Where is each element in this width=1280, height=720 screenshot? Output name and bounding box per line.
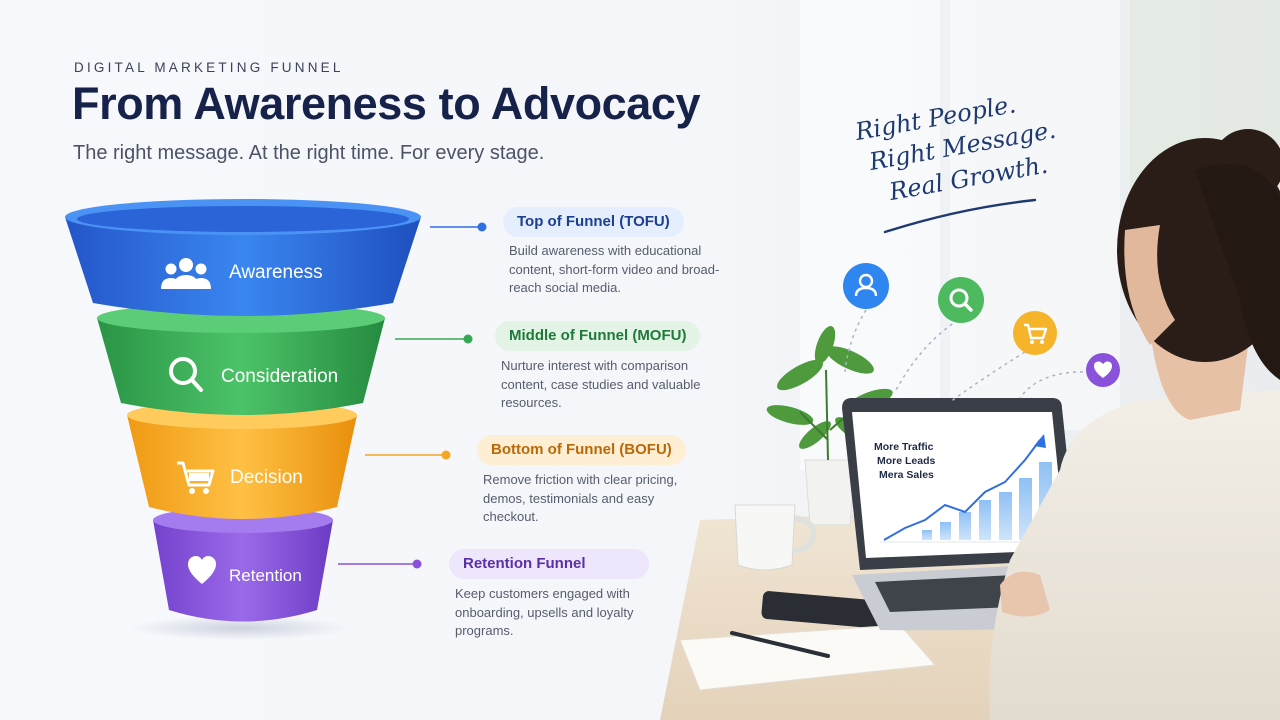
- page-title: From Awareness to Advocacy: [72, 78, 701, 129]
- funnel-layer-consideration[interactable]: [97, 303, 385, 415]
- laptop-screen-line-2: More Leads: [877, 455, 936, 467]
- search-icon: [938, 277, 984, 323]
- people-icon: [161, 258, 211, 289]
- search-icon: [169, 357, 203, 392]
- funnel-layer-decision[interactable]: [127, 401, 357, 519]
- funnel-label-awareness: Awareness: [229, 262, 323, 283]
- cart-icon: [1013, 311, 1057, 355]
- heart-icon: [1086, 353, 1120, 387]
- heart-icon: [188, 556, 216, 584]
- eyebrow-label: DIGITAL MARKETING FUNNEL: [74, 60, 344, 75]
- stage-desc-mofu: Nurture interest with comparison content…: [501, 358, 701, 410]
- funnel-label-retention: Retention: [229, 566, 302, 585]
- funnel-label-consideration: Consideration: [221, 366, 339, 387]
- stage-pill-retention: Retention Funnel: [449, 549, 649, 579]
- stage-desc-retention: Keep customers engaged with onboarding, …: [455, 586, 634, 638]
- laptop-screen-line-1: More Traffic: [874, 441, 934, 453]
- funnel-graphic: [65, 199, 421, 622]
- user-icon: [843, 263, 889, 309]
- laptop-screen-line-3: Mera Sales: [879, 469, 934, 481]
- stage-pill-mofu: Middle of Funnel (MOFU): [495, 321, 701, 351]
- funnel-label-decision: Decision: [230, 467, 303, 488]
- stage-pill-tofu: Top of Funnel (TOFU): [503, 207, 684, 237]
- stage-pill-bofu: Bottom of Funnel (BOFU): [477, 435, 686, 465]
- funnel-layer-awareness[interactable]: [65, 199, 421, 316]
- cart-icon: [177, 461, 215, 494]
- stage-desc-tofu: Build awareness with educational content…: [509, 243, 720, 295]
- page-subtitle: The right message. At the right time. Fo…: [73, 142, 545, 164]
- funnel-layer-retention[interactable]: [153, 507, 333, 622]
- stage-desc-bofu: Remove friction with clear pricing, demo…: [483, 472, 678, 524]
